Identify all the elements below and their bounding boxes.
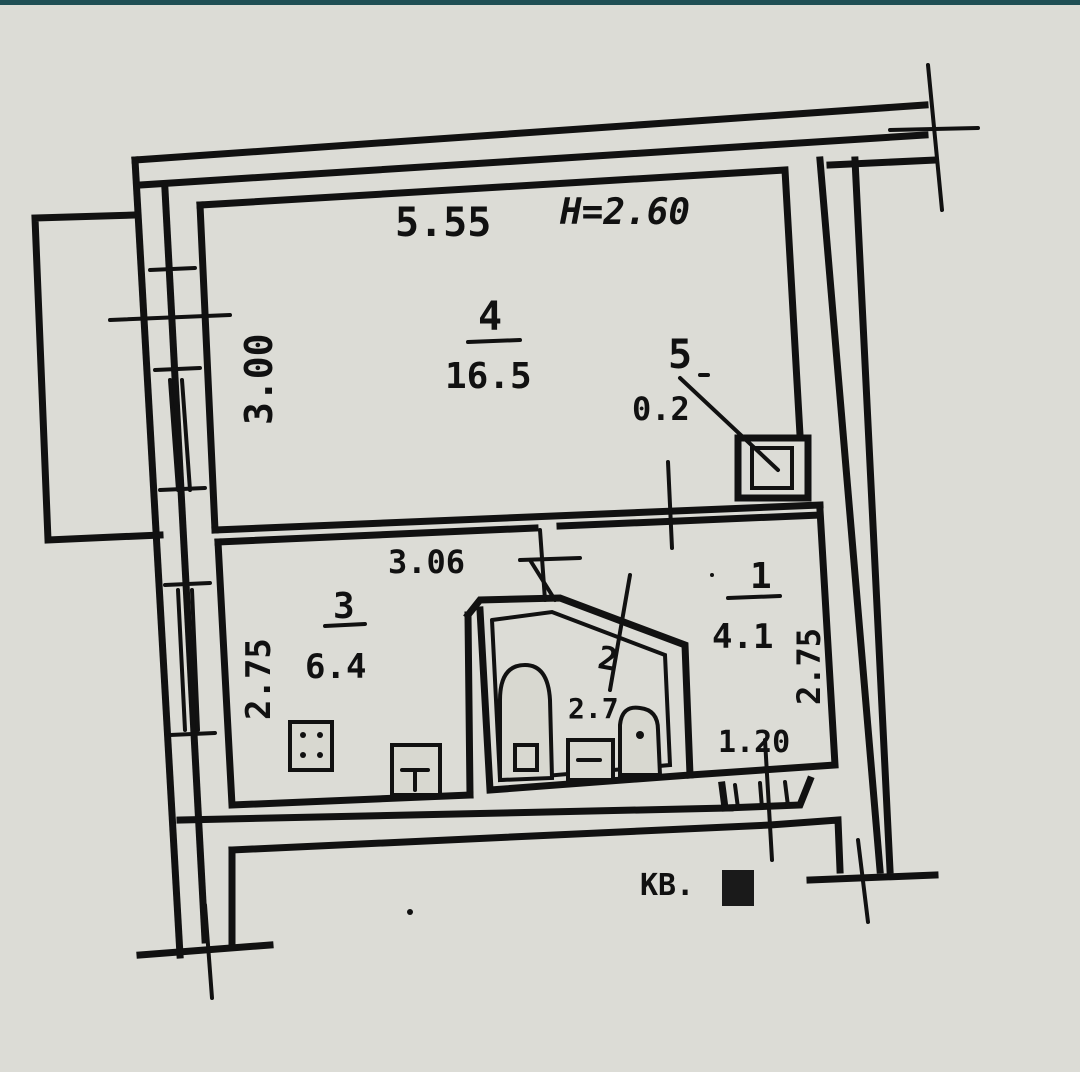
room-4-width-label: 5.55 bbox=[395, 200, 491, 246]
stray-dot bbox=[407, 909, 413, 915]
middle-wall bbox=[211, 501, 824, 546]
room-4-fraction-line bbox=[466, 338, 522, 344]
room-5-closet bbox=[678, 376, 812, 502]
room-4-area: 16.5 bbox=[445, 356, 532, 397]
bathtub-fixture bbox=[498, 662, 555, 783]
room-1-depth-label: 2.75 bbox=[790, 628, 828, 705]
room-1-area: 4.1 bbox=[712, 617, 773, 657]
room-3-width-label: 3.06 bbox=[388, 543, 465, 581]
room-3-fraction-line bbox=[323, 622, 367, 628]
room-4-depth-label: 3.00 bbox=[237, 333, 281, 425]
room-5-area: 0.2 bbox=[632, 390, 690, 428]
apartment-number-redacted bbox=[722, 870, 754, 906]
axis-marks bbox=[203, 63, 980, 1000]
room-4-walls bbox=[196, 166, 804, 534]
stray-dot-2 bbox=[710, 573, 714, 577]
room-5-number: 5 bbox=[668, 332, 692, 378]
room-1-fraction-line bbox=[726, 594, 782, 600]
bathroom-fixtures bbox=[566, 705, 663, 782]
room-2-number: 2 bbox=[595, 638, 621, 679]
room-3-depth-label: 2.75 bbox=[239, 638, 279, 720]
kitchen-fixtures bbox=[288, 720, 442, 797]
room-4-number: 4 bbox=[478, 294, 502, 340]
room-1-number: 1 bbox=[750, 556, 772, 597]
room-3-area: 6.4 bbox=[305, 647, 366, 687]
room-2-area: 2.7 bbox=[568, 692, 619, 725]
top-bar bbox=[0, 0, 1080, 5]
room-1-hall bbox=[686, 506, 839, 812]
room-3-walls bbox=[214, 538, 474, 809]
bottom-walls bbox=[136, 804, 939, 959]
room-3-number: 3 bbox=[333, 586, 355, 627]
ceiling-height-label: H=2.60 bbox=[559, 192, 690, 233]
windows bbox=[108, 266, 232, 737]
apartment-label: КВ. bbox=[640, 868, 694, 903]
balcony bbox=[31, 211, 164, 544]
room-1-width-label: 1.20 bbox=[718, 725, 790, 760]
outer-walls bbox=[131, 101, 939, 959]
